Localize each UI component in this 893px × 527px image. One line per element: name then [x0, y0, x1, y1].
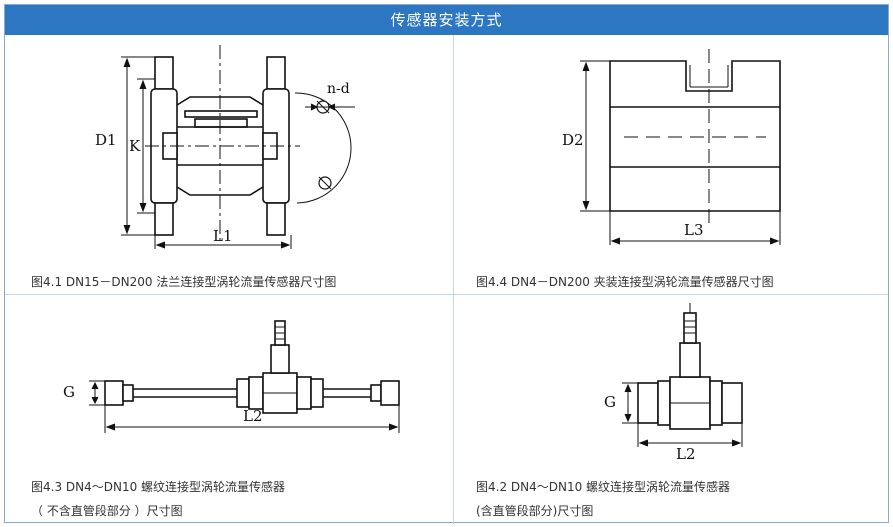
caption-thread-straight-line1: 图4.3 DN4～DN10 螺纹连接型涡轮流量传感器 [31, 480, 286, 494]
install-sheet: 传感器安装方式 [4, 4, 890, 524]
caption-thread-straight-line2: （ 不含直管段部分 ）尺寸图 [31, 504, 183, 518]
caption-wafer: 图4.4 DN4－DN200 夹装连接型涡轮流量传感器尺寸图 [476, 275, 774, 289]
thread-straight-drawing [89, 320, 400, 433]
panel-wafer: D2 L3 图4.4 DN4－DN200 夹装连接型涡轮流量传感器尺寸图 [454, 35, 890, 294]
flange-drawing [121, 45, 355, 249]
grid-divider-vertical [453, 35, 454, 524]
label-g: G [63, 383, 75, 401]
grid-divider-horizontal [5, 294, 888, 295]
label-l1: L1 [213, 227, 233, 245]
label-g-compact: G [604, 393, 616, 411]
caption-flange: 图4.1 DN15－DN200 法兰连接型涡轮流量传感器尺寸图 [31, 275, 337, 289]
wafer-drawing [580, 49, 781, 245]
panel-thread-straight: G L2 图4.3 DN4～DN10 螺纹连接型涡轮流量传感器 （ 不含直管段部… [5, 295, 453, 524]
panel-flange: D1 K L1 n-d 图4.1 DN15－DN200 法兰连接型涡轮流量传感器… [5, 35, 453, 294]
thread-drawing [622, 303, 743, 447]
panel-thread: G L2 图4.2 DN4～DN10 螺纹连接型涡轮流量传感器 (含直管段部分)… [454, 295, 890, 524]
label-l2: L2 [243, 407, 263, 425]
label-d2: D2 [562, 131, 584, 149]
label-l2-compact: L2 [676, 445, 696, 463]
label-nd: n-d [327, 81, 350, 97]
page-title: 传感器安装方式 [5, 5, 888, 35]
caption-thread-line2: (含直管段部分)尺寸图 [476, 504, 594, 518]
label-k: K [129, 137, 141, 155]
label-d1: D1 [95, 131, 117, 149]
label-l3: L3 [684, 221, 704, 239]
caption-thread-line1: 图4.2 DN4～DN10 螺纹连接型涡轮流量传感器 [476, 480, 731, 494]
